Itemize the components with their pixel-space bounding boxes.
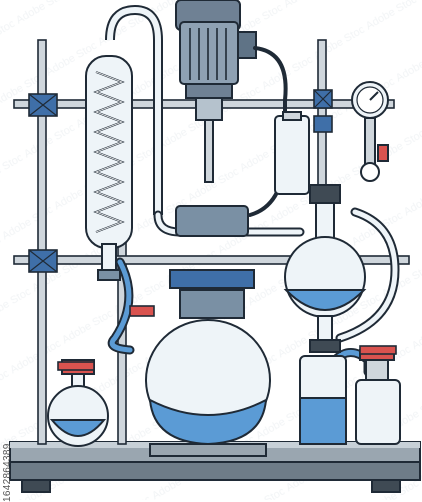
red-valves <box>57 305 397 371</box>
reagent-bottles <box>299 349 401 445</box>
separator-flask <box>274 111 367 353</box>
reaction-flask <box>145 205 271 457</box>
coil-condenser <box>85 4 163 281</box>
stirrer-motor <box>175 0 257 183</box>
pressure-gauge <box>351 81 389 182</box>
stock-id: 1642864389 <box>2 443 13 502</box>
clamps <box>28 89 333 273</box>
